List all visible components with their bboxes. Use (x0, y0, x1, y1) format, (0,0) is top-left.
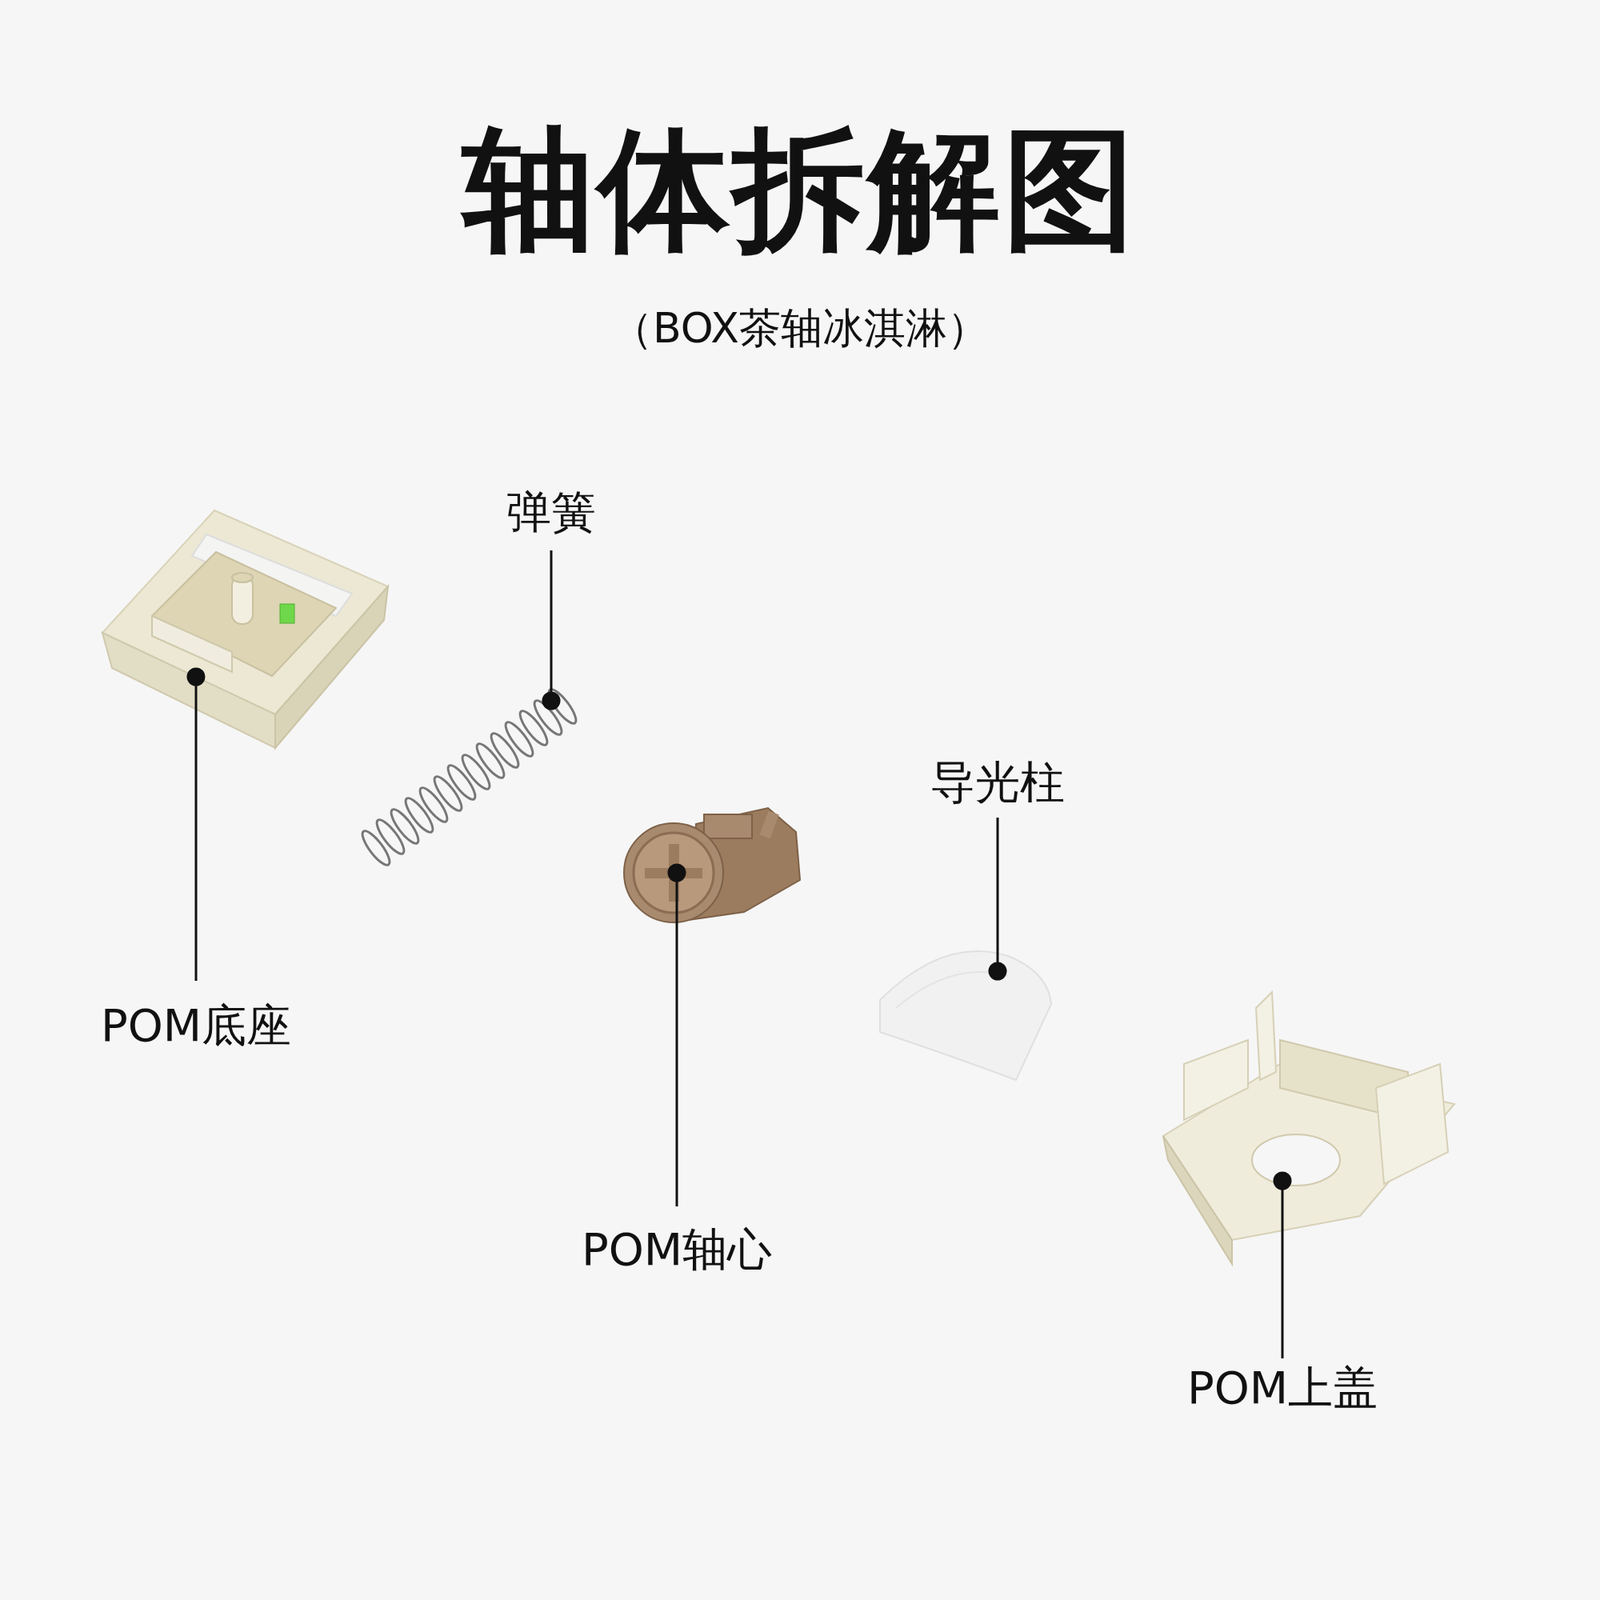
page-title: 轴体拆解图 (462, 117, 1139, 264)
top-housing (1163, 992, 1455, 1264)
page-subtitle: （BOX茶轴冰淇淋） (611, 305, 989, 352)
base-housing (102, 510, 388, 748)
part-label: 弹簧 (506, 487, 596, 537)
part-label: POM轴心 (581, 1224, 772, 1275)
part-label: POM上盖 (1187, 1363, 1378, 1413)
light-pipe (880, 951, 1052, 1080)
part-label: POM底座 (100, 1000, 292, 1051)
part-label: 导光柱 (930, 757, 1065, 808)
stem (624, 808, 800, 923)
leader-lines (188, 550, 1291, 1359)
spring (358, 685, 580, 868)
